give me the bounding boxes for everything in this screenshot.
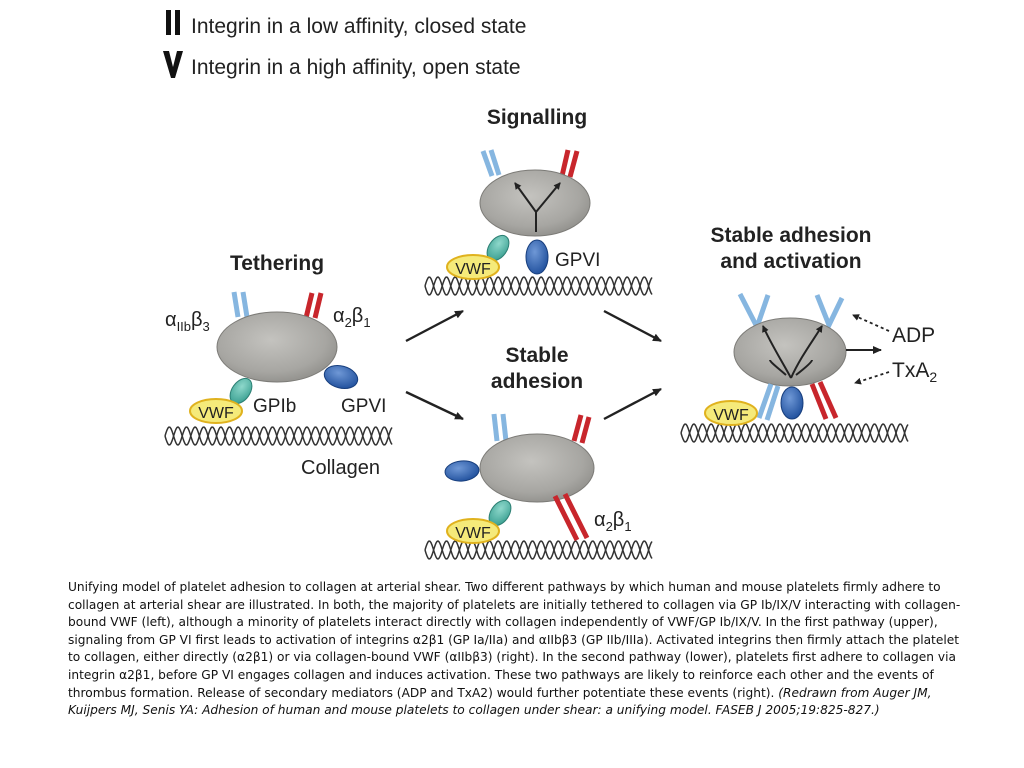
activation-title-line1: Stable adhesion (710, 224, 871, 247)
arrow-tethering-to-signalling (405, 309, 464, 343)
vwf-label: VWF (713, 407, 749, 424)
alpha2-beta1-label: α2β1 (333, 305, 371, 330)
vwf-label: VWF (455, 525, 491, 542)
platelet-signalling (479, 169, 591, 237)
caption-body: Unifying model of platelet adhesion to c… (68, 580, 961, 700)
legend-closed-text: Integrin in a low affinity, closed state (191, 15, 526, 38)
alpha-iib-beta3-integrin-open (814, 294, 845, 332)
collagen-fibre-signalling (424, 276, 653, 296)
tethering-title: Tethering (230, 252, 324, 275)
arrow-stable-to-activation (603, 387, 662, 421)
alpha2-beta1-integrin-closed (559, 149, 580, 178)
alpha2-beta1-integrin-closed (571, 414, 592, 444)
flow-arrows (405, 309, 662, 421)
alpha2-beta1-integrin-bound (809, 380, 839, 420)
open-integrin-symbol (163, 51, 183, 78)
stable-title-line1: Stable (505, 344, 568, 367)
gpvi-label: GPVI (341, 396, 386, 417)
gpvi-receptor (780, 386, 804, 420)
txa2-label: TxA2 (892, 359, 937, 385)
vwf-badge (446, 518, 500, 544)
platelet-activated (733, 317, 847, 387)
gpvi-receptor (444, 460, 480, 482)
vwf-badge (704, 400, 758, 426)
stable-title-line2: adhesion (491, 370, 583, 393)
alpha-iib-beta3-integrin-closed (491, 413, 509, 442)
arrow-tethering-to-stable (405, 390, 464, 421)
gpvi-receptor (323, 364, 359, 390)
collagen-fibre-activation (680, 423, 909, 443)
collagen-fibre-tethering (164, 426, 393, 446)
vwf-badge (446, 254, 500, 280)
platelet-tethering (216, 311, 338, 383)
signalling-arrows (514, 182, 561, 232)
gpvi-label: GPVI (555, 250, 600, 271)
alpha2-beta1-label: α2β1 (594, 509, 632, 534)
collagen-label: Collagen (301, 457, 380, 479)
gpvi-receptor (525, 239, 549, 275)
alpha-iib-beta3-integrin-bound (756, 383, 781, 421)
vwf-label: VWF (455, 261, 491, 278)
closed-integrin-symbol (166, 10, 180, 35)
caption-citation: (Redrawn from Auger JM, Kuijpers MJ, Sen… (68, 685, 932, 718)
mediator-arrows (852, 314, 890, 385)
alpha-iib-beta3-integrin-closed (480, 149, 502, 177)
vwf-badge (189, 398, 243, 424)
activation-title-line2: and activation (720, 250, 861, 273)
legend-open-text: Integrin in a high affinity, open state (191, 56, 521, 79)
platelet-adhesion-diagram: Integrin in a low affinity, closed state… (163, 10, 937, 560)
panel-stable-adhesion: Stable adhesion VWF α2β1 (444, 344, 632, 544)
signalling-title: Signalling (487, 106, 587, 129)
panel-signalling: Signalling VWF GPVI (446, 106, 600, 280)
panel-activation: Stable adhesion and activation (704, 224, 937, 426)
adp-label: ADP (892, 324, 935, 347)
alpha2-beta1-integrin-open (552, 492, 590, 542)
collagen-fibre-stable (424, 540, 653, 560)
arrow-signalling-to-activation (603, 309, 662, 343)
platelet-stable-adhesion (479, 433, 595, 503)
vwf-label: VWF (198, 405, 234, 422)
panel-tethering: Tethering VWF αIIbβ3 α2β1 GPIb GPVI Coll… (165, 252, 386, 479)
alpha2-beta1-integrin-closed (303, 292, 324, 319)
figure-caption: Unifying model of platelet adhesion to c… (68, 579, 968, 720)
activation-arrows (762, 325, 882, 379)
gpib-label: GPIb (253, 396, 296, 417)
legend: Integrin in a low affinity, closed state… (163, 10, 526, 79)
alpha-iib-beta3-integrin-closed (231, 291, 250, 318)
alpha-iib-beta3-label: αIIbβ3 (165, 309, 210, 334)
